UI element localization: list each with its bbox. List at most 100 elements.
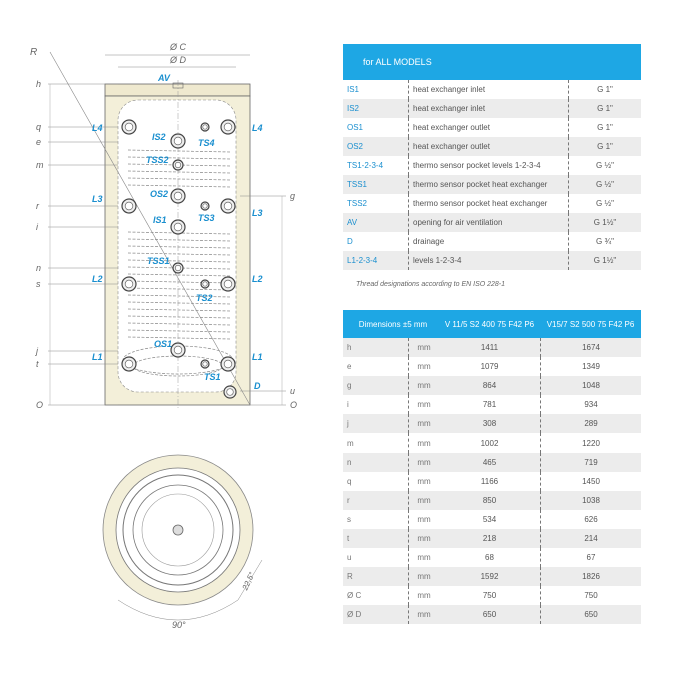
- dimension-value-model-2: 1826: [540, 567, 641, 587]
- connection-thread: G ½": [568, 156, 641, 175]
- dimension-code: Ø C: [347, 591, 362, 601]
- dimension-row: q mm 1166 1450: [343, 471, 641, 491]
- dimension-code: g: [347, 381, 352, 391]
- dimension-value-model-2: 1220: [540, 433, 641, 453]
- connection-code: AV: [347, 218, 358, 227]
- dimension-code: q: [347, 476, 352, 486]
- connection-description: levels 1-2-3-4: [408, 251, 568, 270]
- dimension-value-model-2: 1038: [540, 490, 641, 510]
- dim-label-left-h: h: [36, 79, 41, 89]
- dimension-value-model-1: 68: [485, 553, 494, 563]
- port-label-d: D: [254, 381, 261, 391]
- dimension-value-model-2: 1450: [540, 471, 641, 491]
- dimension-value-model-2: 67: [540, 548, 641, 568]
- dimension-unit: mm: [408, 471, 439, 491]
- dimension-value-model-1: 1592: [480, 572, 499, 582]
- dim-label-left-j: j: [35, 346, 39, 356]
- angle-label-22-5: 22,5°: [240, 570, 257, 592]
- port-label-ts1: TS1: [204, 372, 221, 382]
- dimension-code: m: [347, 438, 354, 448]
- dimension-value-model-1: 864: [482, 381, 497, 391]
- dim-label-right-g: g: [290, 191, 295, 201]
- connection-thread: G 1½": [568, 251, 641, 270]
- port-label-AV: AV: [157, 73, 171, 83]
- dimension-value-model-2: 650: [540, 605, 641, 625]
- dimension-unit: mm: [408, 528, 439, 549]
- connection-code: D: [347, 237, 353, 246]
- dimension-value-model-1: 534: [482, 514, 497, 524]
- dimension-value-model-1: 1166: [480, 476, 499, 486]
- port-label-l3: L3: [252, 208, 263, 218]
- dimension-unit: mm: [408, 605, 439, 625]
- model-1-header: V 11/5 S2 400 75 F42 P6: [444, 319, 535, 329]
- connection-thread: G 1½": [568, 213, 641, 232]
- dimension-unit: mm: [408, 395, 439, 415]
- connection-code: L1-2-3-4: [347, 256, 378, 265]
- dim-label-left-m: m: [36, 160, 44, 170]
- dim-label-right-O: O: [290, 400, 297, 410]
- port-label-os2: OS2: [150, 189, 168, 199]
- dimension-value-model-1: 308: [482, 419, 497, 429]
- dimension-code: e: [347, 362, 352, 372]
- thread-note: Thread designations according to EN ISO …: [356, 281, 506, 288]
- dimension-unit: mm: [408, 357, 439, 377]
- connection-code: IS2: [347, 104, 360, 113]
- connection-description: thermo sensor pocket levels 1-2-3-4: [408, 156, 568, 175]
- dimension-value-model-1: 750: [482, 591, 497, 601]
- port-label-l4: L4: [252, 123, 263, 133]
- dimension-code: R: [347, 572, 353, 582]
- dimension-unit: mm: [408, 452, 439, 472]
- dimension-value-model-1: 465: [482, 457, 497, 467]
- model-2-header: V15/7 S2 500 75 F42 P6: [546, 319, 635, 329]
- connection-code: TS1-2-3-4: [347, 161, 384, 170]
- connection-code: TSS1: [347, 180, 368, 189]
- dim-label-left-t: t: [36, 359, 39, 369]
- dimension-value-model-1: 1002: [480, 438, 499, 448]
- connection-description: thermo sensor pocket heat exchanger: [408, 175, 568, 194]
- connection-thread: G ½": [568, 175, 641, 194]
- dimension-code: t: [347, 533, 350, 543]
- dimension-unit: mm: [408, 338, 439, 358]
- dimension-value-model-1: 650: [482, 610, 497, 620]
- tank-top-view: 90° 22,5°: [102, 454, 263, 630]
- dimension-value-model-1: 850: [482, 495, 497, 505]
- dim-label-left-e: e: [36, 137, 41, 147]
- dimension-value-model-1: 781: [482, 400, 497, 410]
- dimension-code: r: [347, 495, 350, 505]
- dim-label-right-u: u: [290, 386, 295, 396]
- port-label-ts3: TS3: [198, 213, 215, 223]
- port-label-l4: L4: [92, 123, 103, 133]
- dimension-code: Ø D: [347, 610, 362, 620]
- port-label-l1: L1: [252, 352, 263, 362]
- port-label-ts2: TS2: [196, 293, 213, 303]
- connection-description: heat exchanger inlet: [408, 99, 568, 118]
- dimension-unit: mm: [408, 490, 439, 510]
- connection-thread: G 1": [568, 137, 641, 156]
- dimension-value-model-2: 1349: [540, 357, 641, 377]
- dimension-value-model-2: 626: [540, 509, 641, 529]
- connection-description: heat exchanger outlet: [408, 137, 568, 156]
- port-label-tss1: TSS1: [147, 256, 170, 266]
- dimension-unit: mm: [408, 586, 439, 606]
- dim-label-left-s: s: [36, 279, 41, 289]
- dimensions-table: Dimensions ±5 mm V 11/5 S2 400 75 F42 P6…: [343, 310, 641, 625]
- dimension-code: j: [347, 419, 349, 429]
- port-label-os1: OS1: [154, 339, 172, 349]
- connection-description: thermo sensor pocket heat exchanger: [408, 194, 568, 213]
- dimension-code: h: [347, 343, 352, 353]
- dimension-unit: mm: [408, 433, 439, 453]
- connection-description: heat exchanger inlet: [408, 80, 568, 99]
